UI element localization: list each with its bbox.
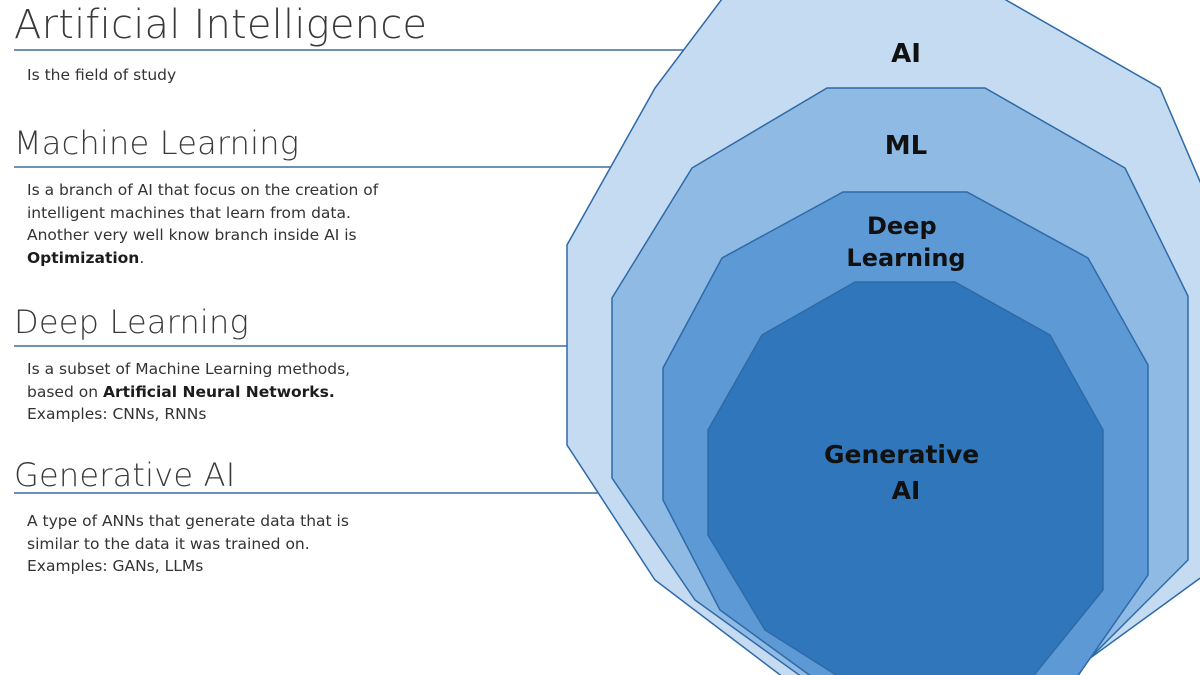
- heading-deep-learning: Deep Learning: [14, 303, 249, 341]
- desc-bold-optimization: Optimization: [27, 248, 140, 267]
- layer-gai-label: Generative AI: [824, 440, 988, 505]
- layer-dl-label: Deep Learning: [846, 212, 965, 272]
- desc-line: intelligent machines that learn from dat…: [27, 203, 351, 222]
- desc-line: Is a subset of Machine Learning methods,: [27, 360, 351, 378]
- layer-ml-label: ML: [885, 131, 927, 161]
- desc-generative-ai: A type of ANNs that generate data that i…: [27, 510, 497, 578]
- desc-line: based on Artificial Neural Networks.: [27, 381, 497, 404]
- layer-gai-shape: [707, 281, 1104, 675]
- layer-ai-label: AI: [891, 39, 921, 69]
- desc-line: Is a branch of AI that focus on the crea…: [27, 181, 379, 199]
- desc-line: Another very well know branch inside AI …: [27, 226, 357, 244]
- desc-line: Examples: GANs, LLMs: [27, 557, 204, 575]
- desc-prefix: based on: [27, 382, 103, 401]
- desc-machine-learning: Is a branch of AI that focus on the crea…: [27, 179, 497, 269]
- heading-generative-ai: Generative AI: [14, 456, 236, 494]
- desc-line: A type of ANNs that generate data that i…: [27, 512, 349, 530]
- heading-artificial-intelligence: Artificial Intelligence: [14, 2, 428, 48]
- desc-line: Is the field of study: [27, 66, 177, 84]
- desc-bold-ann: Artificial Neural Networks.: [102, 382, 335, 401]
- desc-artificial-intelligence: Is the field of study: [27, 64, 497, 87]
- desc-line: similar to the data it was trained on.: [27, 534, 310, 553]
- desc-line: Optimization.: [27, 247, 497, 270]
- desc-tail: .: [139, 248, 145, 267]
- desc-deep-learning: Is a subset of Machine Learning methods,…: [27, 358, 497, 426]
- heading-machine-learning: Machine Learning: [14, 124, 300, 162]
- desc-line: Examples: CNNs, RNNs: [27, 405, 207, 423]
